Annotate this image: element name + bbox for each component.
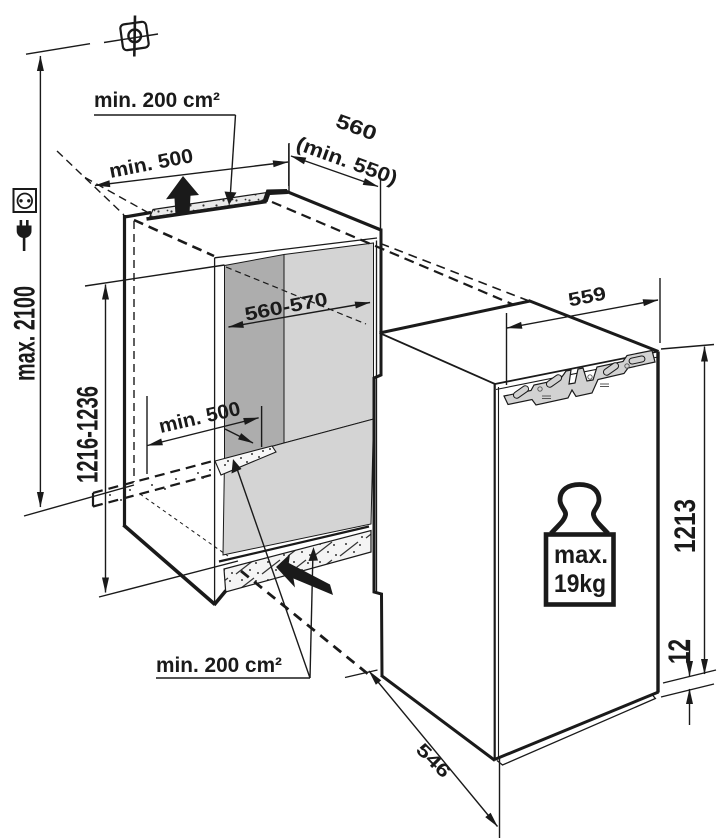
svg-text:max.: max. [554, 541, 608, 569]
svg-text:1213: 1213 [669, 499, 702, 553]
svg-text:min. 200 cm²: min. 200 cm² [94, 89, 220, 112]
svg-text:1216-1236: 1216-1236 [72, 386, 105, 483]
svg-text:max. 2100: max. 2100 [9, 286, 42, 381]
svg-text:12: 12 [663, 639, 696, 664]
svg-text:19kg: 19kg [554, 570, 606, 598]
svg-text:min. 200 cm²: min. 200 cm² [156, 654, 282, 677]
